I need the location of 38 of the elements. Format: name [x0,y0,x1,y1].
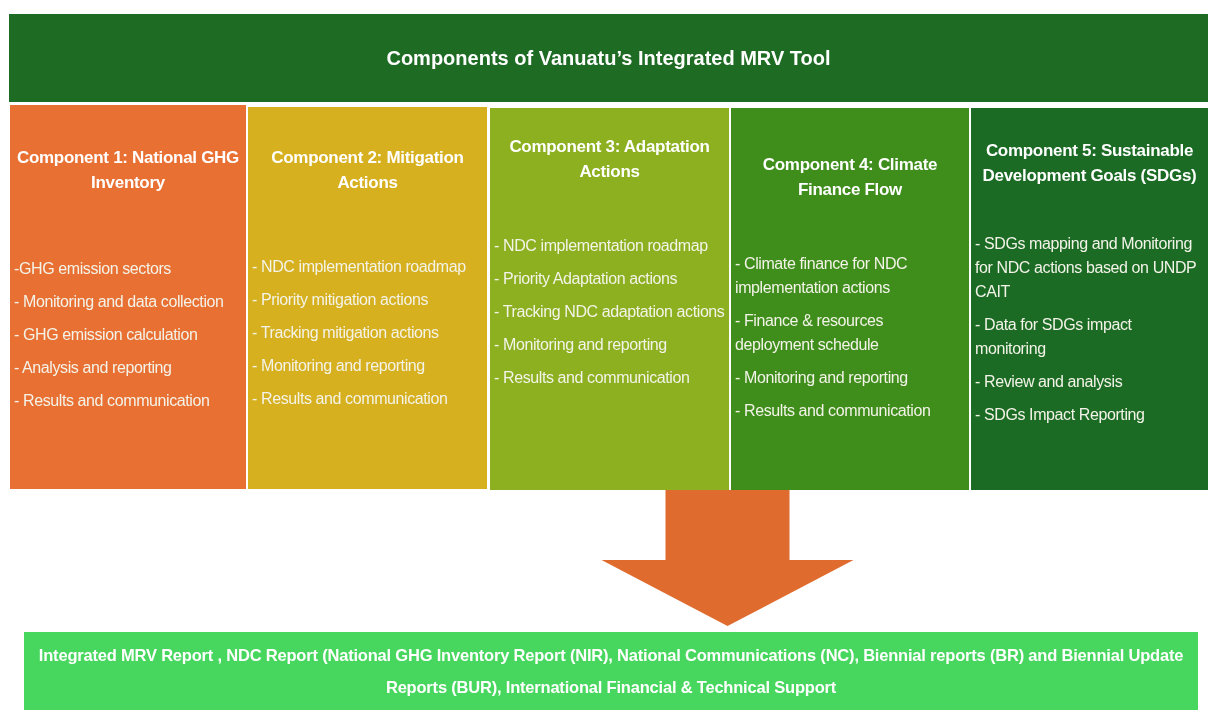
component-column [971,108,1208,490]
bullet-item: -GHG emission sectors [14,259,172,279]
bullet-item: - Tracking mitigation actions [252,323,440,343]
arrow [601,490,854,626]
output-text: Integrated MRV Report , NDC Report (National GHG Inventory Report (NIR), National Communications (NC), Biennial reports (BR) and Biennial Update Reports (BUR), International Financial & Technical Support [37,645,1185,698]
bullet-item: - GHG emission calculation [14,325,199,345]
bullet-item: - Analysis and reporting [14,358,173,378]
component-heading: Component 5: Sustainable Development Goals (SDGs) [981,140,1198,187]
title-banner [9,14,1208,102]
bullet-item: - Results and communication [14,391,211,411]
bullet-item: - Results and communication [252,389,449,409]
bullet-item: - NDC implementation roadmap [494,236,709,256]
bullet-item: - Results and communication [735,401,932,421]
bullet-item: - Monitoring and reporting [494,335,668,355]
component-heading: Component 4: Climate Finance Flow [761,154,939,201]
bullet-item: - Monitoring and reporting [735,368,909,388]
output-box [24,632,1198,710]
bullet-item: - Data for SDGs impact monitoring [975,315,1133,359]
bullet-item: - Priority mitigation actions [252,290,430,310]
bullet-item: - Monitoring and data collection [14,292,225,312]
bullet-item: - SDGs mapping and Monitoring for NDC actions based on UNDP CAIT [975,234,1198,302]
component-column [731,108,969,490]
bullet-item: - Climate finance for NDC implementation actions [735,254,909,298]
bullet-item: - Tracking NDC adaptation actions [494,302,725,322]
bullet-item: - Monitoring and reporting [252,356,426,376]
bullet-item: - Results and communication [494,368,691,388]
component-heading: Component 2: Mitigation Actions [270,147,465,194]
bullet-item: - Review and analysis [975,372,1124,392]
bullet-item: - Priority Adaptation actions [494,269,679,289]
bullet-item: - NDC implementation roadmap [252,257,467,277]
component-column [10,105,246,489]
bullet-item: - Finance & resources deployment schedule [735,311,885,355]
component-column [490,108,729,490]
component-heading: Component 3: Adaptation Actions [508,136,711,183]
bullet-item: - SDGs Impact Reporting [975,405,1146,425]
banner-title: Components of Vanuatu’s Integrated MRV Tool [386,46,831,71]
component-heading: Component 1: National GHG Inventory [16,147,240,194]
component-column [248,107,487,489]
